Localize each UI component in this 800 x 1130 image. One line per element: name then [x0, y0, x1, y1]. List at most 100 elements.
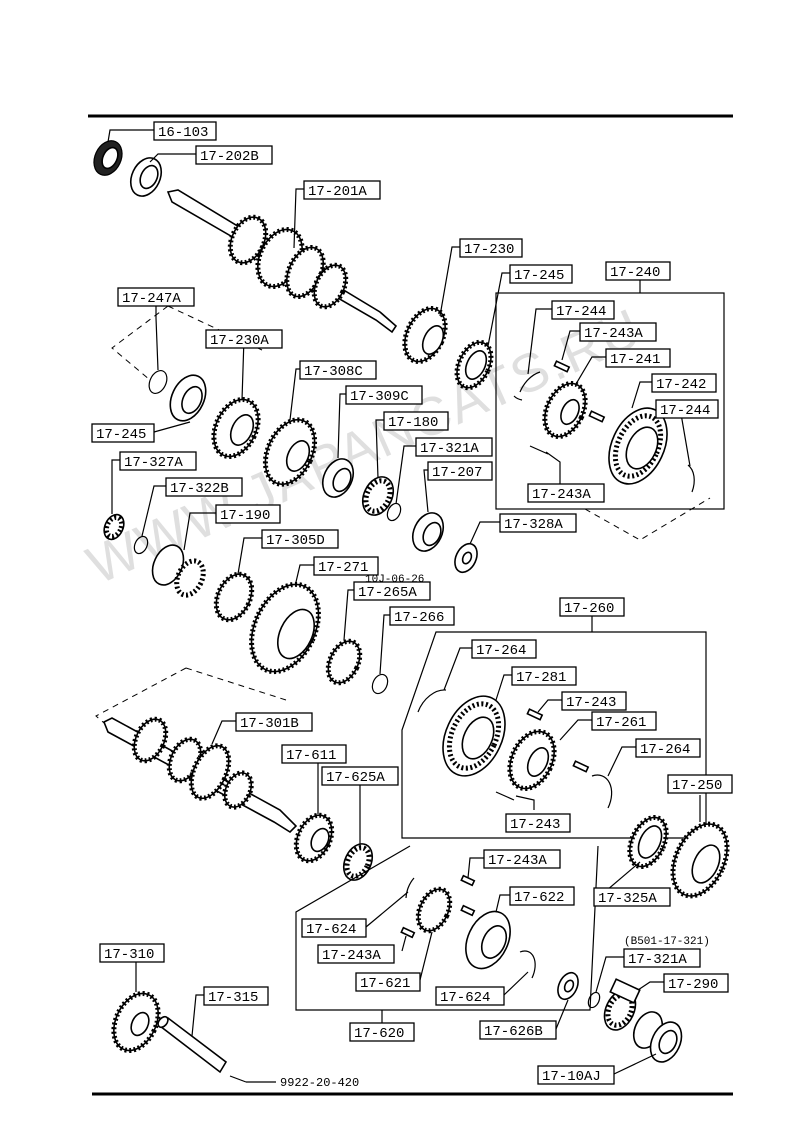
label-17-321A-mid: 17-321A	[420, 441, 479, 457]
main-shaft-17-301B	[102, 716, 298, 834]
bearing-17-290	[603, 978, 641, 1031]
shaft-17-315	[157, 1015, 228, 1074]
clip-17-624-bot	[519, 950, 536, 979]
label-17-327A: 17-327A	[124, 455, 183, 471]
ring-17-265A	[325, 638, 363, 686]
label-17-243A-low2: 17-243A	[322, 948, 381, 964]
ring-17-245-top	[454, 339, 494, 391]
label-17-245-left: 17-245	[96, 427, 146, 443]
label-17-201A: 17-201A	[308, 184, 367, 200]
label-17-202B: 17-202B	[200, 149, 259, 165]
clip-17-624-top	[405, 877, 415, 899]
label-17-230A: 17-230A	[210, 333, 269, 349]
bearing-17-10AJ	[632, 1011, 683, 1063]
label-17-244-top: 17-244	[556, 304, 606, 320]
sleeve-17-622	[465, 910, 511, 970]
gear-17-308C	[262, 417, 318, 487]
bearing-17-625A	[342, 843, 374, 881]
clip-17-247A	[148, 370, 168, 394]
ring-17-325A	[627, 814, 669, 870]
key-17-243A-bot	[529, 445, 549, 455]
ring-17-327A	[103, 513, 125, 541]
washer-17-328A	[454, 542, 478, 574]
group-dash-17-247A	[111, 305, 169, 381]
label-17-305D: 17-305D	[266, 533, 325, 549]
label-17-243A-low: 17-243A	[488, 853, 547, 869]
bolt-9922-20-420	[229, 1075, 276, 1083]
label-17-325A: 17-325A	[598, 891, 657, 907]
clip-17-321A-mid	[386, 502, 402, 522]
note-b501-17-321: (B501-17-321)	[624, 936, 710, 948]
label-17-260: 17-260	[564, 601, 614, 617]
label-17-322B: 17-322B	[170, 481, 229, 497]
clip-17-321A-low	[587, 991, 601, 1009]
group-frame-17-240	[495, 292, 725, 510]
label-16-103: 16-103	[158, 125, 208, 141]
label-17-281: 17-281	[516, 670, 566, 686]
collar-17-309C	[321, 458, 355, 498]
label-17-244-bot: 17-244	[660, 403, 710, 419]
input-shaft-17-201A	[166, 189, 398, 334]
bearing-17-180	[361, 476, 395, 516]
gear-17-271	[249, 581, 321, 675]
label-17-309C: 17-309C	[350, 389, 409, 405]
spacer-17-207	[411, 512, 445, 552]
label-17-621: 17-621	[360, 976, 410, 992]
label-17-321A-low: 17-321A	[628, 952, 687, 968]
gear-17-230	[402, 306, 448, 364]
key-17-243	[526, 708, 590, 773]
part-labels: 16-103 17-202B 17-201A 17-230 17-245 17-…	[91, 121, 733, 1090]
hub-17-241	[542, 381, 588, 439]
label-17-261: 17-261	[596, 715, 646, 731]
clip-17-266	[371, 673, 389, 695]
label-17-626B: 17-626B	[484, 1024, 543, 1040]
label-17-207: 17-207	[432, 465, 482, 481]
hub-17-621	[415, 886, 453, 934]
label-17-240: 17-240	[610, 265, 660, 281]
label-17-625A: 17-625A	[326, 770, 385, 786]
label-17-611: 17-611	[286, 748, 336, 764]
label-17-247A: 17-247A	[122, 291, 181, 307]
label-9922-20-420: 9922-20-420	[280, 1076, 359, 1090]
label-17-620: 17-620	[354, 1026, 404, 1042]
seal-16-103	[93, 140, 123, 176]
label-17-264-bot: 17-264	[640, 742, 690, 758]
label-17-622: 17-622	[514, 890, 564, 906]
snap-ring-17-264-bot	[591, 774, 613, 809]
label-17-624-bot: 17-624	[440, 990, 490, 1006]
sleeve-17-281	[442, 695, 506, 777]
label-17-241: 17-241	[610, 352, 660, 368]
key-17-243A-low	[400, 874, 476, 939]
label-17-243A-bot: 17-243A	[532, 487, 591, 503]
bearing-17-245-left	[169, 374, 207, 422]
gear-17-250	[670, 821, 730, 899]
bearing-17-202B	[129, 157, 163, 197]
label-17-290: 17-290	[668, 977, 718, 993]
washer-17-626B	[557, 971, 579, 1001]
key-17-243A-top	[553, 360, 606, 423]
gear-17-611	[293, 812, 335, 864]
key-17-243-bot	[495, 791, 515, 801]
clip-17-322B	[133, 535, 149, 555]
label-17-243A-top: 17-243A	[584, 326, 643, 342]
label-17-180: 17-180	[388, 415, 438, 431]
label-17-310: 17-310	[104, 947, 154, 963]
hub-17-261	[507, 729, 557, 791]
label-17-264-top: 17-264	[476, 643, 526, 659]
label-17-242: 17-242	[656, 377, 706, 393]
label-17-265A: 17-265A	[358, 585, 417, 601]
snap-ring-17-264-top	[417, 689, 447, 713]
label-17-328A: 17-328A	[504, 517, 563, 533]
leader-lines	[107, 129, 701, 1075]
gear-17-310	[111, 991, 161, 1053]
label-17-315: 17-315	[208, 990, 258, 1006]
snap-ring-17-244-bot	[687, 464, 695, 493]
gear-17-230A	[211, 397, 261, 459]
label-17-230: 17-230	[464, 242, 514, 258]
label-17-245-top: 17-245	[514, 268, 564, 284]
label-17-271: 17-271	[318, 560, 368, 576]
label-17-10AJ: 17-10AJ	[542, 1069, 601, 1085]
snap-ring-17-244-top	[513, 371, 541, 401]
label-17-190: 17-190	[220, 508, 270, 524]
